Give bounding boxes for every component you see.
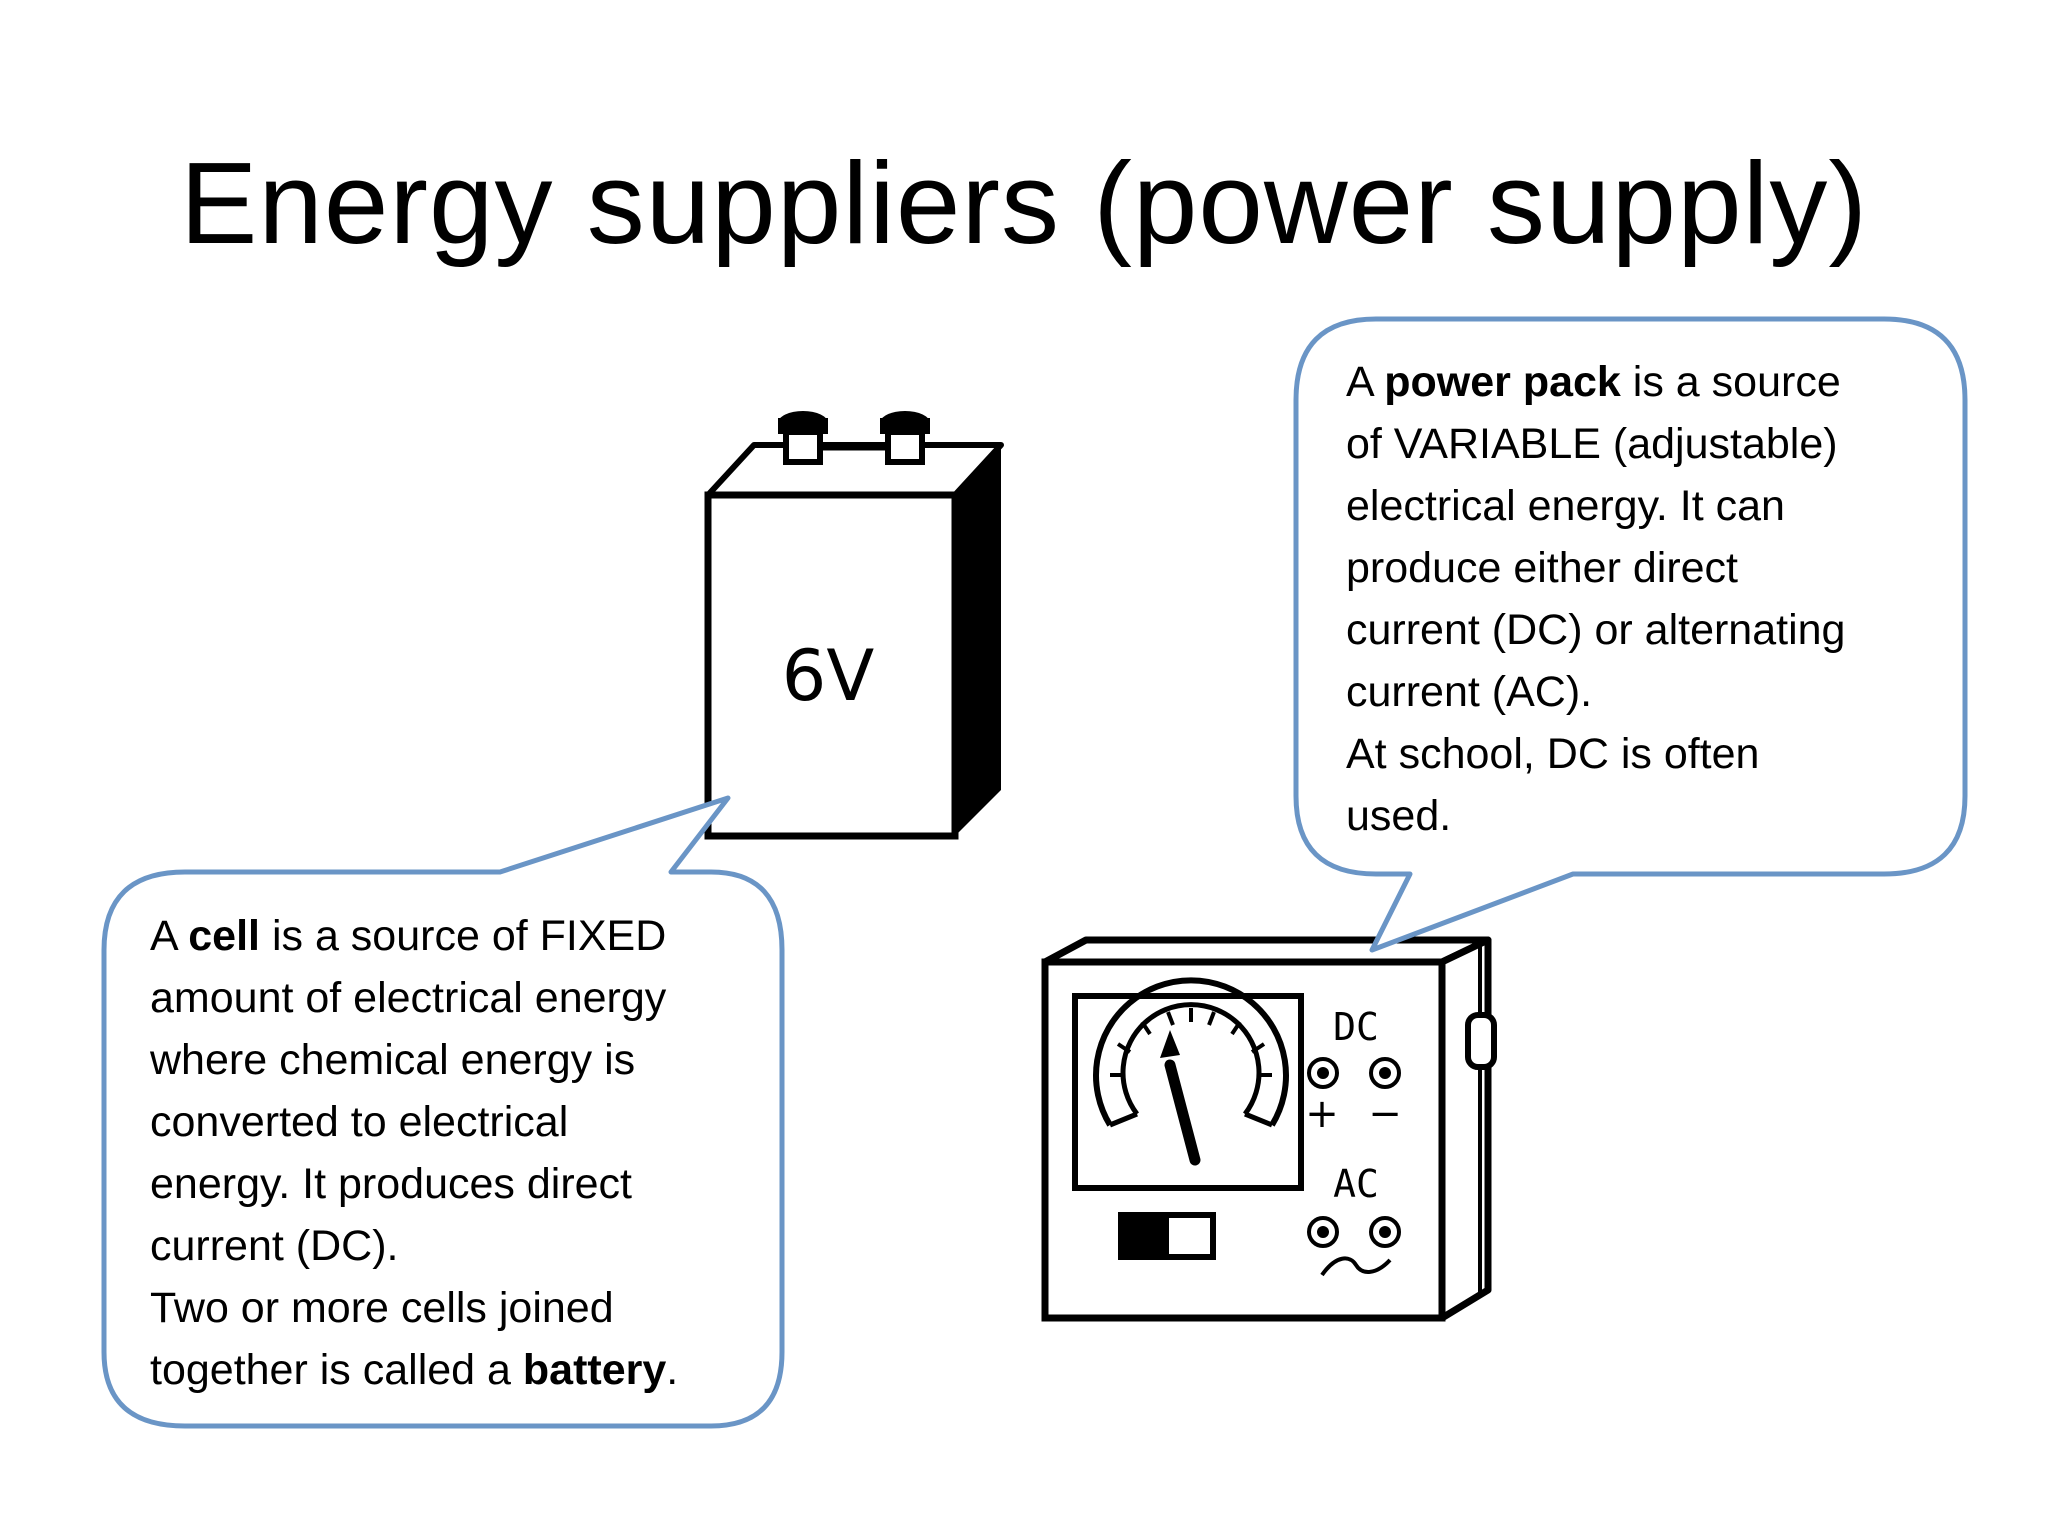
slide-title: Energy suppliers (power supply) xyxy=(180,138,1868,268)
battery-label: 6V xyxy=(782,635,875,717)
cell-text-line-3: where chemical energy is xyxy=(150,1036,636,1084)
power-pack-illustration: DC + − AC xyxy=(1041,936,1497,1322)
cell-speech-bubble xyxy=(101,795,785,1429)
power-pack-description: A power pack is a source of VARIABLE (ad… xyxy=(1346,351,1845,847)
dc-minus-label: − xyxy=(1368,1091,1402,1137)
cell-term: cell xyxy=(188,912,260,960)
cell-text-line-8: together is called a battery. xyxy=(150,1346,679,1394)
pack-text-line-7: At school, DC is often xyxy=(1346,730,1760,778)
ac-wave-icon xyxy=(1320,1256,1392,1277)
battery-illustration: 6V xyxy=(704,411,1004,840)
dc-terminal-positive xyxy=(1307,1057,1339,1089)
power-pack-speech-bubble xyxy=(1293,316,1968,953)
cell-text-line-7: Two or more cells joined xyxy=(150,1284,614,1332)
pack-text-line-6: current (AC). xyxy=(1346,668,1593,716)
cell-description: A cell is a source of FIXED amount of el… xyxy=(150,905,678,1401)
cell-text-line-5: energy. It produces direct xyxy=(150,1160,633,1208)
pack-text-line-1: A power pack is a source xyxy=(1346,358,1841,406)
pack-text-line-5: current (DC) or alternating xyxy=(1346,606,1846,654)
cell-text-line-4: converted to electrical xyxy=(150,1098,569,1146)
battery-term: battery xyxy=(522,1346,667,1394)
dc-plus-label: + xyxy=(1305,1091,1339,1137)
pack-text-line-2: of VARIABLE (adjustable) xyxy=(1346,420,1838,468)
ac-terminal-left xyxy=(1307,1216,1339,1248)
ac-label: AC xyxy=(1333,1162,1379,1206)
cell-text-line-6: current (DC). xyxy=(150,1222,399,1270)
dc-label: DC xyxy=(1333,1005,1379,1049)
battery-terminal-left xyxy=(778,411,828,465)
pack-text-line-4: produce either direct xyxy=(1346,544,1738,592)
pack-text-line-8: used. xyxy=(1346,792,1452,840)
power-pack-term: power pack xyxy=(1384,358,1621,406)
cell-text-line-1: A cell is a source of FIXED xyxy=(150,912,667,960)
dc-terminal-negative xyxy=(1369,1057,1401,1089)
battery-terminal-right xyxy=(880,411,930,465)
ac-terminal-right xyxy=(1369,1216,1401,1248)
cell-text-line-2: amount of electrical energy xyxy=(150,974,667,1022)
pack-text-line-3: electrical energy. It can xyxy=(1346,482,1785,530)
